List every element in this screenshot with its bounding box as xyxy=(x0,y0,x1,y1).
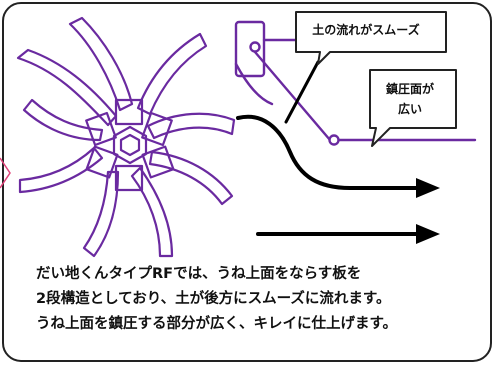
rotor-blade xyxy=(130,166,174,258)
blade-mount xyxy=(85,111,117,147)
rear-plate xyxy=(234,62,274,106)
blade-mount xyxy=(114,98,144,126)
rotor-blade xyxy=(148,150,234,206)
rotor-blade xyxy=(82,170,120,258)
rotor-blade xyxy=(22,98,104,142)
caption-line-3: うね上面を鎮圧する部分が広く、キレイに仕上げます。 xyxy=(36,316,398,332)
callout-pointer xyxy=(284,60,320,124)
rotor-blade xyxy=(146,112,236,140)
rotor-blade xyxy=(16,48,118,127)
front-plate xyxy=(253,50,332,142)
flow-arrows xyxy=(236,60,440,244)
callout-compaction-line1: 鎮圧面が xyxy=(385,82,434,96)
blade-mount xyxy=(141,111,173,147)
rotor-blade xyxy=(68,16,134,112)
rotor-blade xyxy=(18,146,104,194)
caption-line-2: 2段構造としており、土が後方にスムーズに流れます。 xyxy=(36,291,391,307)
leveling-plate xyxy=(234,20,477,146)
callout-soil-flow-label: 土の流れがスムーズ xyxy=(296,21,436,38)
left-chevron-mark xyxy=(0,157,11,189)
blade-mount xyxy=(141,145,175,179)
caption-line-1: だい地くんタイプRFでは、うね上面をならす板を xyxy=(36,266,362,282)
blade-mount xyxy=(85,145,119,179)
rotor-hub-inner xyxy=(119,133,141,157)
arrowhead xyxy=(416,224,440,244)
callout-compaction xyxy=(369,69,457,147)
callout-compaction-line2: 広い xyxy=(397,102,422,116)
hinge-bracket xyxy=(234,20,266,78)
callout-compaction-label: 鎮圧面が 広い xyxy=(360,79,460,119)
callout-soil-flow-text: 土の流れがスムーズ xyxy=(312,23,420,37)
soil-flow-curve xyxy=(236,114,422,190)
plate-pivot xyxy=(328,134,340,146)
rotor-blade xyxy=(136,32,208,116)
caption: だい地くんタイプRFでは、うね上面をならす板を 2段構造としており、土が後方にス… xyxy=(36,262,482,337)
callout-soil-flow xyxy=(295,11,447,65)
arrowhead xyxy=(416,178,440,198)
blade-mount xyxy=(114,164,144,192)
rotor-assembly xyxy=(16,16,236,258)
rotor-hub xyxy=(112,125,148,165)
